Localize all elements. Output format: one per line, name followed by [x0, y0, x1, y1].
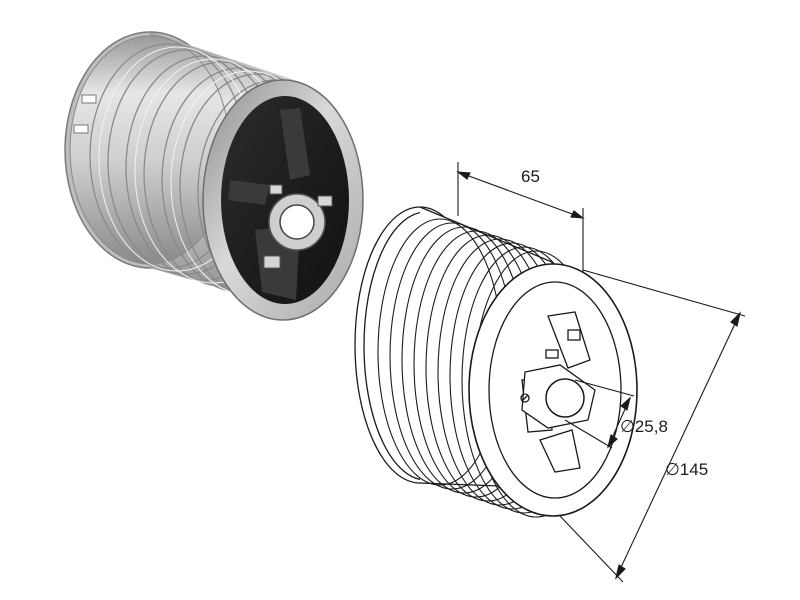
- dimension-outer-diameter-label: ∅145: [665, 460, 708, 479]
- shaft-hole: [279, 204, 315, 240]
- dimension-width-label: 65: [521, 167, 540, 186]
- drawing-shaft-hole: [545, 378, 585, 418]
- dimension-lines: [456, 162, 746, 583]
- dimension-inner-diameter-label: ∅25,8: [620, 417, 668, 436]
- cable-drum-photo: [64, 31, 364, 321]
- cable-drum-drawing: [354, 206, 638, 518]
